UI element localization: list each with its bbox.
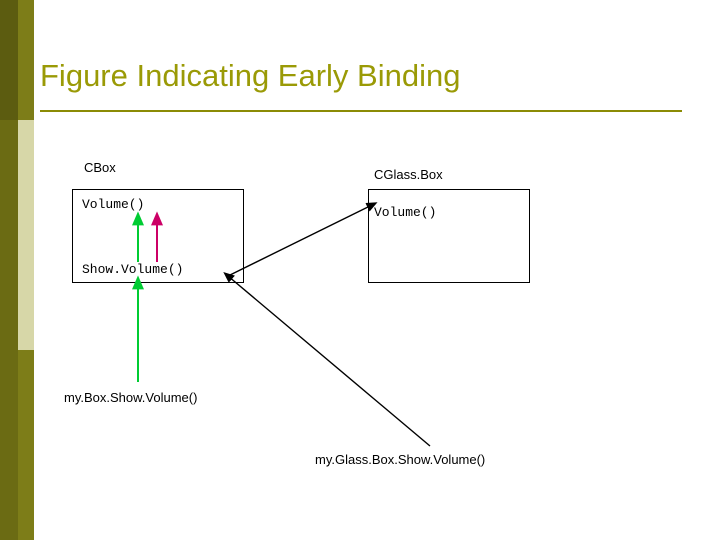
- member-cglassbox-volume: Volume(): [374, 205, 437, 220]
- call-site-mybox: my.Box.Show.Volume(): [64, 390, 198, 405]
- black-arrow-to-cglass-volume: [227, 202, 378, 277]
- left-decoration-accent-bottom: [18, 350, 34, 540]
- class-box-cglassbox: [368, 189, 530, 283]
- call-site-myglassbox: my.Glass.Box.Show.Volume(): [315, 452, 486, 467]
- left-decoration-bar-dark: [0, 0, 18, 540]
- class-label-cglassbox: CGlass.Box: [374, 167, 443, 182]
- title-underline-rule: [40, 110, 682, 112]
- page-title: Figure Indicating Early Binding: [40, 58, 461, 93]
- left-decoration-accent-middle: [18, 120, 34, 350]
- member-cbox-show-volume: Show.Volume(): [82, 262, 184, 277]
- member-cbox-volume: Volume(): [82, 197, 145, 212]
- class-label-cbox: CBox: [84, 160, 116, 175]
- left-decoration-accent-top: [0, 0, 18, 120]
- black-arrow-from-myglassbox-call: [223, 272, 431, 447]
